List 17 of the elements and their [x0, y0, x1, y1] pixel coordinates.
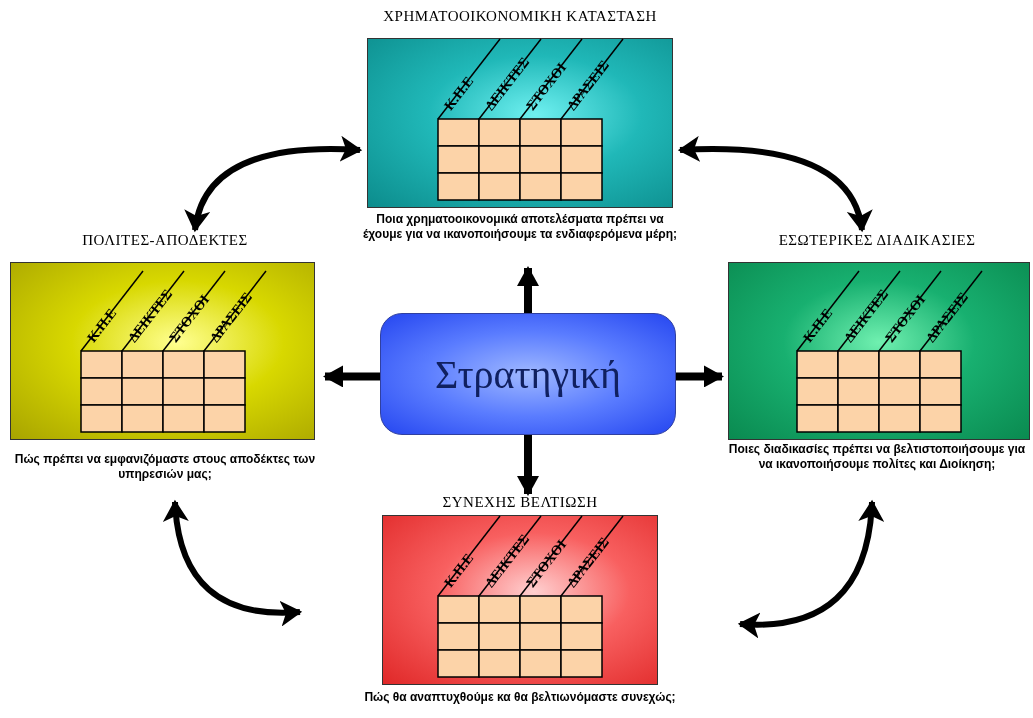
double-arrow	[737, 499, 884, 638]
perspective-heading: ΠΟΛΙΤΕΣ-ΑΠΟΔΕΚΤΕΣ	[82, 232, 248, 249]
double-arrow	[163, 499, 303, 626]
double-arrow	[677, 136, 871, 233]
question-caption: Ποια χρηματοοικονομικά αποτελέσματα πρέπει να έχουμε για να ικανοποιήσουμε τα ενδιαφερόμενα μέρη;	[361, 212, 679, 242]
perspective-heading: ΕΣΩΤΕΡΙΚΕΣ ΔΙΑΔΙΚΑΣΙΕΣ	[778, 232, 976, 249]
double-arrow	[185, 136, 363, 233]
perspective-heading: ΣΥΝΕΧΗΣ ΒΕΛΤΙΩΣΗ	[442, 494, 598, 511]
arrow	[676, 365, 724, 388]
arrow	[323, 365, 380, 388]
question-caption: Πώς θα αναπτυχθούμε κα θα βελτιωνόμαστε συνεχώς;	[363, 690, 677, 705]
perspective-heading: ΧΡΗΜΑΤΟΟΙΚΟΝΟΜΙΚΗ ΚΑΤΑΣΤΑΣΗ	[383, 8, 657, 25]
arrow	[517, 435, 539, 496]
strategy-box: Στρατηγική	[380, 313, 676, 435]
question-caption: Πώς πρέπει να εμφανιζόμαστε στους αποδέκτες των υπηρεσιών μας;	[13, 452, 317, 482]
arrow	[517, 266, 539, 313]
question-caption: Ποιες διαδικασίες πρέπει να βελτιστοποιήσουμε για να ικανοποιήσουμε πολίτες και Διοίκηση;	[727, 442, 1027, 472]
